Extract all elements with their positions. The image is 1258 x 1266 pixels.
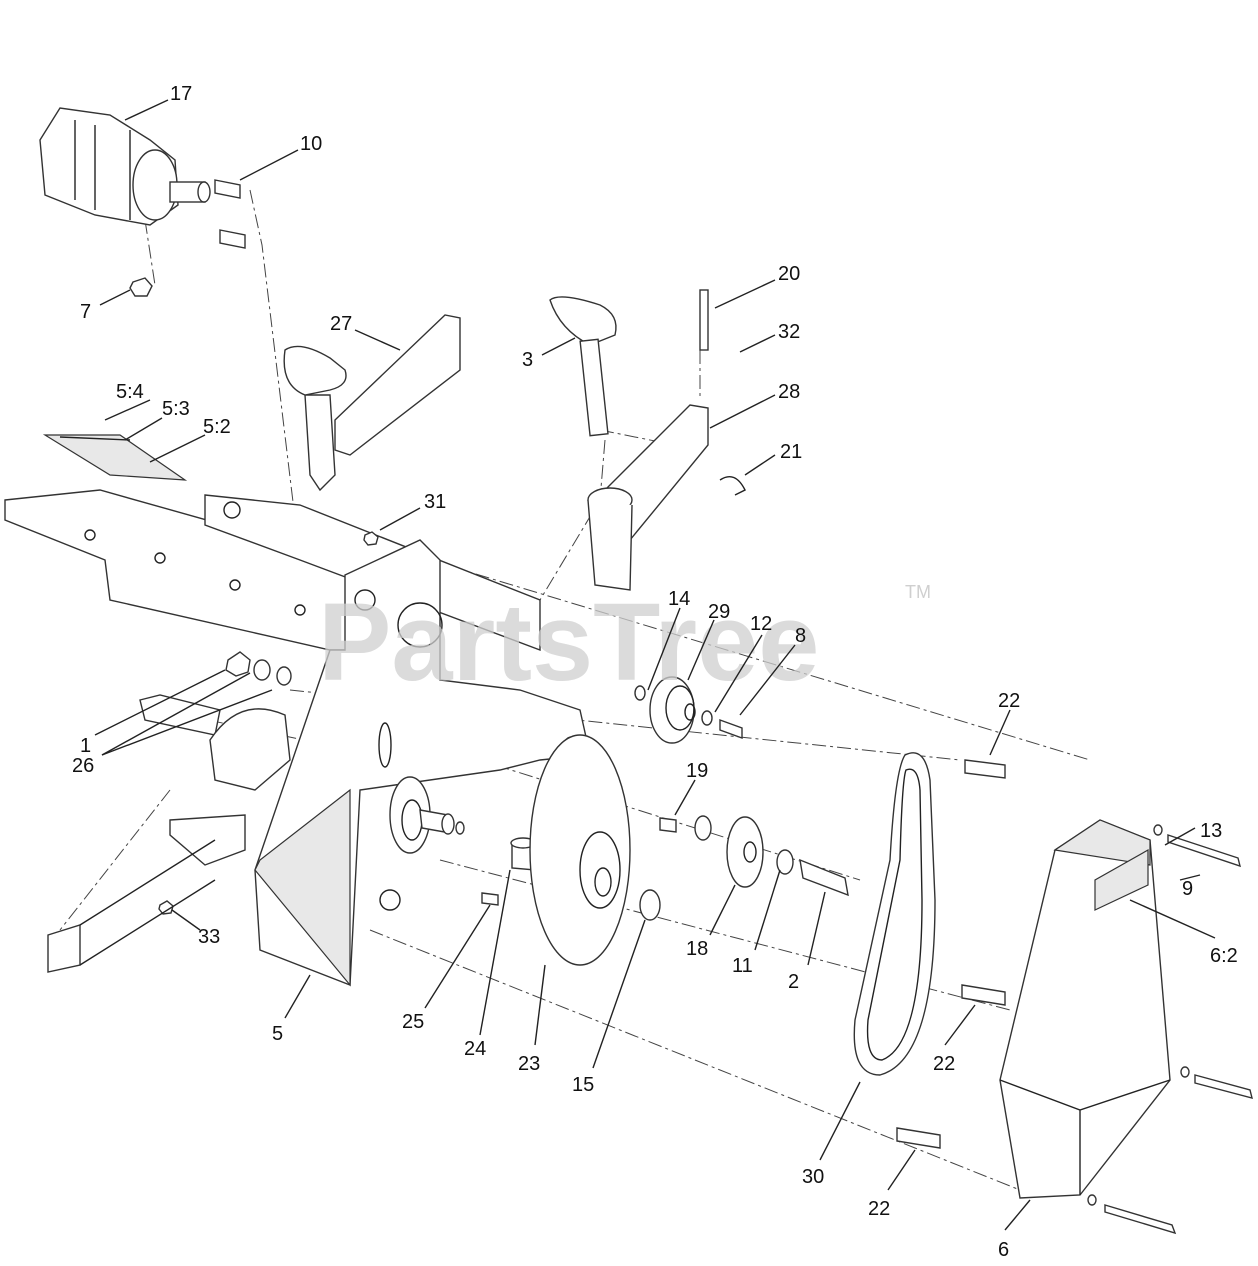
callout-15: 15 [572, 1074, 594, 1096]
callout-17: 17 [170, 83, 192, 105]
callout-33: 33 [198, 926, 220, 948]
callout-21: 21 [780, 441, 802, 463]
callout-labels: 17 10 7 27 3 20 32 28 21 5:4 5:3 5:2 31 … [72, 83, 1238, 1261]
square-shaft [47, 839, 216, 973]
callout-5-2: 5:2 [203, 416, 231, 438]
frame-side-plate [254, 539, 591, 987]
callout-24: 24 [464, 1038, 486, 1060]
hitch-bracket [587, 289, 746, 591]
guard-bolts [1087, 824, 1253, 1235]
callout-1: 1 [80, 735, 91, 757]
callout-8: 8 [795, 625, 806, 647]
spacers [896, 759, 1006, 1149]
callout-19: 19 [686, 760, 708, 782]
watermark-tm: TM [905, 582, 931, 602]
callout-12: 12 [750, 613, 772, 635]
jack-stand [283, 314, 461, 492]
leader-lines [94, 99, 1216, 1231]
callout-5-4: 5:4 [116, 381, 144, 403]
drive-pulley [529, 734, 661, 966]
drive-belt [853, 752, 936, 1076]
callout-6-2: 6:2 [1210, 945, 1238, 967]
callout-18: 18 [686, 938, 708, 960]
callout-25: 25 [402, 1011, 424, 1033]
callout-6: 6 [998, 1239, 1009, 1261]
bearing-flange [389, 776, 536, 906]
hitch-pin [549, 296, 617, 437]
callout-26: 26 [72, 755, 94, 777]
callout-22-top: 22 [998, 690, 1020, 712]
callout-20: 20 [778, 263, 800, 285]
callout-5-3: 5:3 [162, 398, 190, 420]
watermark-text: PartsTree [318, 581, 819, 704]
callout-22-bottom: 22 [868, 1198, 890, 1220]
callout-11: 11 [732, 955, 753, 977]
callout-31: 31 [424, 491, 446, 513]
callout-2: 2 [788, 971, 799, 993]
callout-30: 30 [802, 1166, 824, 1188]
callout-13: 13 [1200, 820, 1222, 842]
decal-plates [42, 434, 188, 481]
callout-9: 9 [1182, 878, 1193, 900]
belt-guard [999, 819, 1171, 1199]
callout-27: 27 [330, 313, 352, 335]
fasteners [158, 531, 743, 915]
callout-14: 14 [668, 588, 690, 610]
motor-bolts [129, 179, 246, 297]
callout-29: 29 [708, 601, 730, 623]
idler-stack [455, 815, 849, 897]
callout-32: 32 [778, 321, 800, 343]
idler-pulley [649, 676, 696, 744]
callout-28: 28 [778, 381, 800, 403]
callout-23: 23 [518, 1053, 540, 1075]
hydraulic-motor [39, 107, 211, 226]
callout-3: 3 [522, 349, 533, 371]
callout-5: 5 [272, 1023, 283, 1045]
coupler-assembly [139, 694, 291, 866]
callout-10: 10 [300, 133, 322, 155]
callout-7: 7 [80, 301, 91, 323]
callout-22-mid: 22 [933, 1053, 955, 1075]
